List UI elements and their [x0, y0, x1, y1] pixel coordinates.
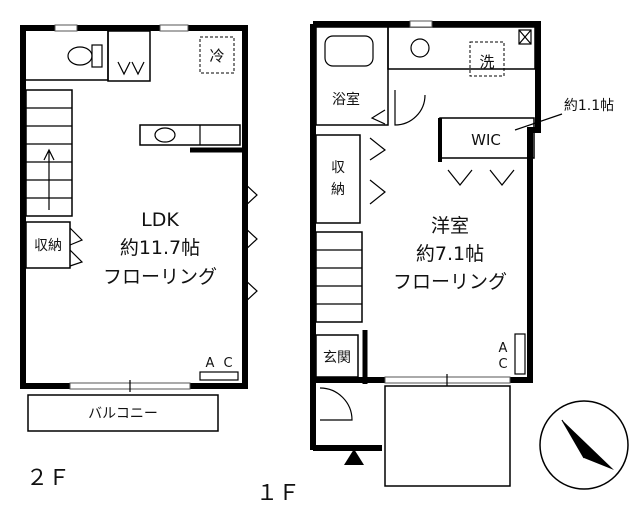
entrance-arrow-icon: [344, 449, 364, 465]
stairs-2f: [25, 89, 73, 217]
balcony-label: バルコニー: [88, 406, 158, 422]
closet-wall: [107, 30, 151, 82]
floor-2-plan: 冷 収納 LDK 約11.7帖 フローリング A C: [20, 24, 258, 491]
western-floor: フローリング: [393, 271, 507, 293]
bath-door-icon: [394, 90, 426, 126]
floor-1-plan: 浴室 洗 WIC 約1.1帖 収 納 玄関 洋室 約7.: [256, 20, 614, 506]
wash-room: [387, 26, 536, 70]
bath-inner-door-icon: [370, 109, 386, 125]
wic-door-icon: [447, 169, 515, 186]
western-name: 洋室: [431, 215, 469, 237]
kitchen-counter: [139, 124, 241, 146]
washer-label: 洗: [479, 53, 494, 71]
sink-icon: [154, 127, 176, 143]
wic-label: WIC: [471, 131, 501, 149]
washbasin-icon: [410, 38, 430, 58]
bathtub-icon: [324, 35, 374, 67]
fridge-label: 冷: [209, 47, 224, 65]
ldk-name: LDK: [141, 209, 179, 231]
window: [159, 24, 189, 32]
wic-size-pointer: [514, 113, 563, 131]
balcony: [27, 394, 219, 432]
bath-room: [315, 26, 389, 126]
ldk-size: 約11.7帖: [120, 237, 200, 259]
toilet-room-wall: [26, 31, 109, 81]
ac-1f-c: C: [498, 357, 507, 372]
door-icon: [242, 277, 258, 305]
storage-1f: [315, 134, 361, 224]
ac-1f-a: A: [499, 341, 508, 356]
storage-2f-label: 収納: [34, 238, 62, 254]
stairs-1f: [315, 231, 363, 323]
toilet-icon: [67, 46, 93, 66]
storage-1f-label-2: 納: [331, 182, 345, 198]
storage-1f-label-1: 収: [331, 160, 345, 176]
ac-1f-unit: [514, 333, 526, 375]
washer-outline: [469, 41, 505, 77]
western-size: 約7.1帖: [416, 243, 484, 265]
entrance: [315, 334, 359, 378]
entrance-label: 玄関: [323, 349, 351, 366]
door-icon: [242, 181, 258, 209]
ac-2f-unit: [199, 371, 239, 381]
fridge-outline: [199, 36, 235, 74]
floor-2-label: ２Ｆ: [26, 466, 70, 491]
bath-label: 浴室: [332, 91, 360, 108]
ac-2f-c: C: [223, 356, 232, 371]
floor-1-label: １Ｆ: [256, 481, 300, 506]
ac-2f-a: A: [206, 356, 215, 371]
storage-door-icon: [69, 227, 84, 267]
entrance-door-icon: [319, 387, 353, 421]
stairs-arrow-icon: [43, 148, 55, 210]
ldk-floor: フローリング: [103, 266, 217, 288]
door-icon: [242, 225, 258, 253]
wic-size-label: 約1.1帖: [564, 98, 614, 114]
storage-1f-door-icon: [369, 137, 387, 205]
toilet-tank-icon: [91, 44, 103, 68]
window: [54, 24, 78, 32]
closet-door-icon: [117, 61, 145, 76]
window: [409, 20, 433, 28]
deck: [384, 385, 511, 487]
compass-icon: [539, 400, 629, 490]
small-window: [518, 29, 532, 45]
